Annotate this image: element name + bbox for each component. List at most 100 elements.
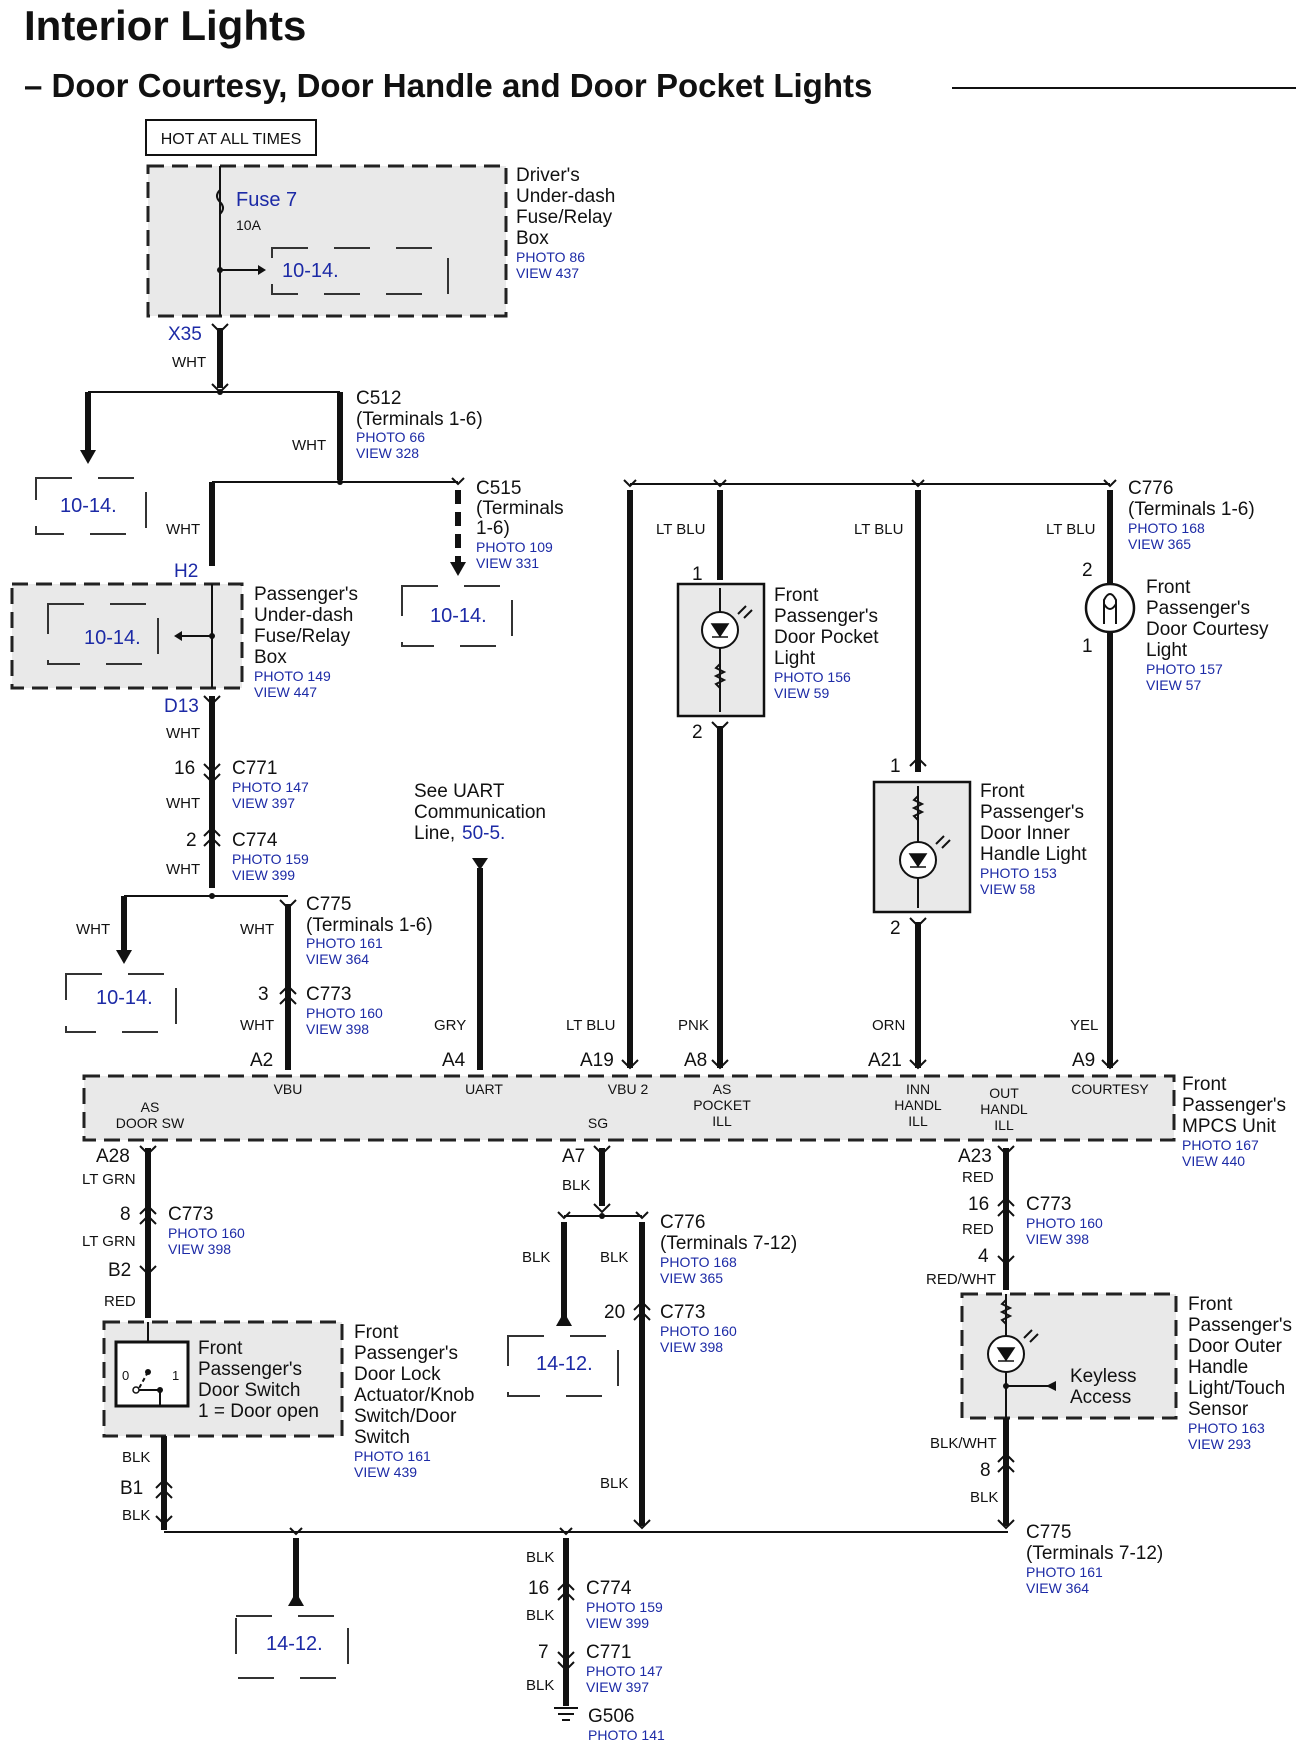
c773-left-photo[interactable]: PHOTO 160 (168, 1225, 245, 1241)
c773-left-name: C773 (168, 1204, 213, 1225)
c773-mid-pin: 20 (604, 1302, 625, 1323)
mpcs-out-handl-1: OUT (989, 1085, 1019, 1101)
switch-pos-1: 1 (172, 1368, 179, 1383)
switch-photo[interactable]: PHOTO 161 (354, 1448, 431, 1464)
c512-photo[interactable]: PHOTO 66 (356, 429, 425, 445)
pin-a4: A4 (442, 1050, 466, 1071)
c515-name: C515 (476, 478, 521, 499)
ref-2[interactable]: 10-14. (430, 605, 487, 627)
wire-label-wht-2: WHT (292, 437, 326, 454)
c771-top-photo[interactable]: PHOTO 147 (232, 779, 309, 795)
inner-name-4: Handle Light (980, 844, 1087, 865)
ground-photo[interactable]: PHOTO 141 (588, 1727, 665, 1743)
driver-box-photo[interactable]: PHOTO 86 (516, 249, 585, 265)
ref-3[interactable]: 10-14. (96, 987, 153, 1009)
courtesy-view[interactable]: VIEW 57 (1146, 677, 1201, 693)
c775-bot-name: C775 (1026, 1522, 1071, 1543)
ref-6[interactable]: 14-12. (266, 1633, 323, 1655)
outer-name-4: Handle (1188, 1357, 1248, 1378)
connector-c773-right (997, 1196, 1015, 1217)
fuse-box-2-ref[interactable]: 10-14. (84, 627, 141, 649)
c773-right-view[interactable]: VIEW 398 (1026, 1231, 1089, 1247)
c773-mid-view[interactable]: VIEW 398 (660, 1339, 723, 1355)
c512-view[interactable]: VIEW 328 (356, 445, 419, 461)
c771-top-view[interactable]: VIEW 397 (232, 795, 295, 811)
switch-name-6: Switch (354, 1427, 410, 1448)
c771-bot-view[interactable]: VIEW 397 (586, 1679, 649, 1695)
outer-view[interactable]: VIEW 293 (1188, 1436, 1251, 1452)
ref-5[interactable]: 14-12. (536, 1353, 593, 1375)
connector-c773-left (139, 1204, 157, 1225)
c773-top-view[interactable]: VIEW 398 (306, 1021, 369, 1037)
page-title: Interior Lights (24, 2, 306, 49)
hot-label-box (145, 119, 317, 156)
c774-top-view[interactable]: VIEW 399 (232, 867, 295, 883)
pocket-name-1: Front (774, 585, 819, 606)
c775-bot-photo[interactable]: PHOTO 161 (1026, 1564, 1103, 1580)
bulb-filament-curl-icon (1103, 603, 1117, 610)
pin-a23: A23 (958, 1146, 992, 1167)
ref-box-6 (235, 1615, 349, 1679)
c773-left-view[interactable]: VIEW 398 (168, 1241, 231, 1257)
wire-label-orn: ORN (872, 1017, 905, 1034)
arrow-left-icon (1046, 1381, 1056, 1391)
mpcs-inn-handl-2: HANDL (894, 1097, 942, 1113)
keyless-2: Access (1070, 1387, 1131, 1408)
c774-bot-view[interactable]: VIEW 399 (586, 1615, 649, 1631)
inner-view[interactable]: VIEW 58 (980, 881, 1035, 897)
switch-view[interactable]: VIEW 439 (354, 1464, 417, 1480)
connector-a9 (1101, 1059, 1119, 1070)
hot-label: HOT AT ALL TIMES (161, 131, 302, 148)
fuse-box-2-ref-box (47, 603, 159, 665)
c773-top-photo[interactable]: PHOTO 160 (306, 1005, 383, 1021)
wire-label-wht-1: WHT (172, 354, 206, 371)
wire-label-wht-3: WHT (166, 521, 200, 538)
c776-bot-view[interactable]: VIEW 365 (660, 1270, 723, 1286)
c771-bot-photo[interactable]: PHOTO 147 (586, 1663, 663, 1679)
uart-ref[interactable]: 50-5. (462, 823, 505, 844)
pass-box-view[interactable]: VIEW 447 (254, 684, 317, 700)
c775-top-view[interactable]: VIEW 364 (306, 951, 369, 967)
c512-note: (Terminals 1-6) (356, 409, 483, 430)
pass-box-photo[interactable]: PHOTO 149 (254, 668, 331, 684)
c776-top-view[interactable]: VIEW 365 (1128, 536, 1191, 552)
connector-c775-bot (997, 1452, 1015, 1473)
mpcs-view[interactable]: VIEW 440 (1182, 1153, 1245, 1169)
c775-bot-view[interactable]: VIEW 364 (1026, 1580, 1089, 1596)
mpcs-uart: UART (465, 1081, 503, 1097)
pass-box-name-1: Passenger's (254, 584, 358, 605)
c776-bot-photo[interactable]: PHOTO 168 (660, 1254, 737, 1270)
connector-a21 (909, 1059, 927, 1070)
c774-top-photo[interactable]: PHOTO 159 (232, 851, 309, 867)
inner-pin-top: 1 (890, 756, 901, 777)
pin-d13: D13 (164, 696, 199, 717)
ref-1[interactable]: 10-14. (60, 495, 117, 517)
pocket-photo[interactable]: PHOTO 156 (774, 669, 851, 685)
c773-right-photo[interactable]: PHOTO 160 (1026, 1215, 1103, 1231)
inner-photo[interactable]: PHOTO 153 (980, 865, 1057, 881)
courtesy-photo[interactable]: PHOTO 157 (1146, 661, 1223, 677)
inner-name-2: Passenger's (980, 802, 1084, 823)
connector-c773-mid-lower (633, 1519, 651, 1530)
c773-mid-photo[interactable]: PHOTO 160 (660, 1323, 737, 1339)
c515-photo[interactable]: PHOTO 109 (476, 539, 553, 555)
c515-view[interactable]: VIEW 331 (476, 555, 539, 571)
wire-label-lt-blu-4: LT BLU (1046, 521, 1095, 538)
outer-name-6: Sensor (1188, 1399, 1249, 1420)
c776-top-photo[interactable]: PHOTO 168 (1128, 520, 1205, 536)
pocket-view[interactable]: VIEW 59 (774, 685, 829, 701)
driver-box-view[interactable]: VIEW 437 (516, 265, 579, 281)
courtesy-name-4: Light (1146, 640, 1188, 661)
uart-note-2: Communication (414, 802, 546, 823)
c775-top-photo[interactable]: PHOTO 161 (306, 935, 383, 951)
mpcs-unit-box (82, 1074, 1176, 1142)
mpcs-name-1: Front (1182, 1074, 1227, 1095)
arrow-down-icon (80, 450, 96, 464)
ref-box-2 (401, 585, 513, 647)
outer-photo[interactable]: PHOTO 163 (1188, 1420, 1265, 1436)
fuse-box-1-ref[interactable]: 10-14. (282, 260, 339, 282)
pin-b2: B2 (108, 1260, 131, 1281)
mpcs-photo[interactable]: PHOTO 167 (1182, 1137, 1259, 1153)
pin-a19: A19 (580, 1050, 614, 1071)
c774-bot-photo[interactable]: PHOTO 159 (586, 1599, 663, 1615)
